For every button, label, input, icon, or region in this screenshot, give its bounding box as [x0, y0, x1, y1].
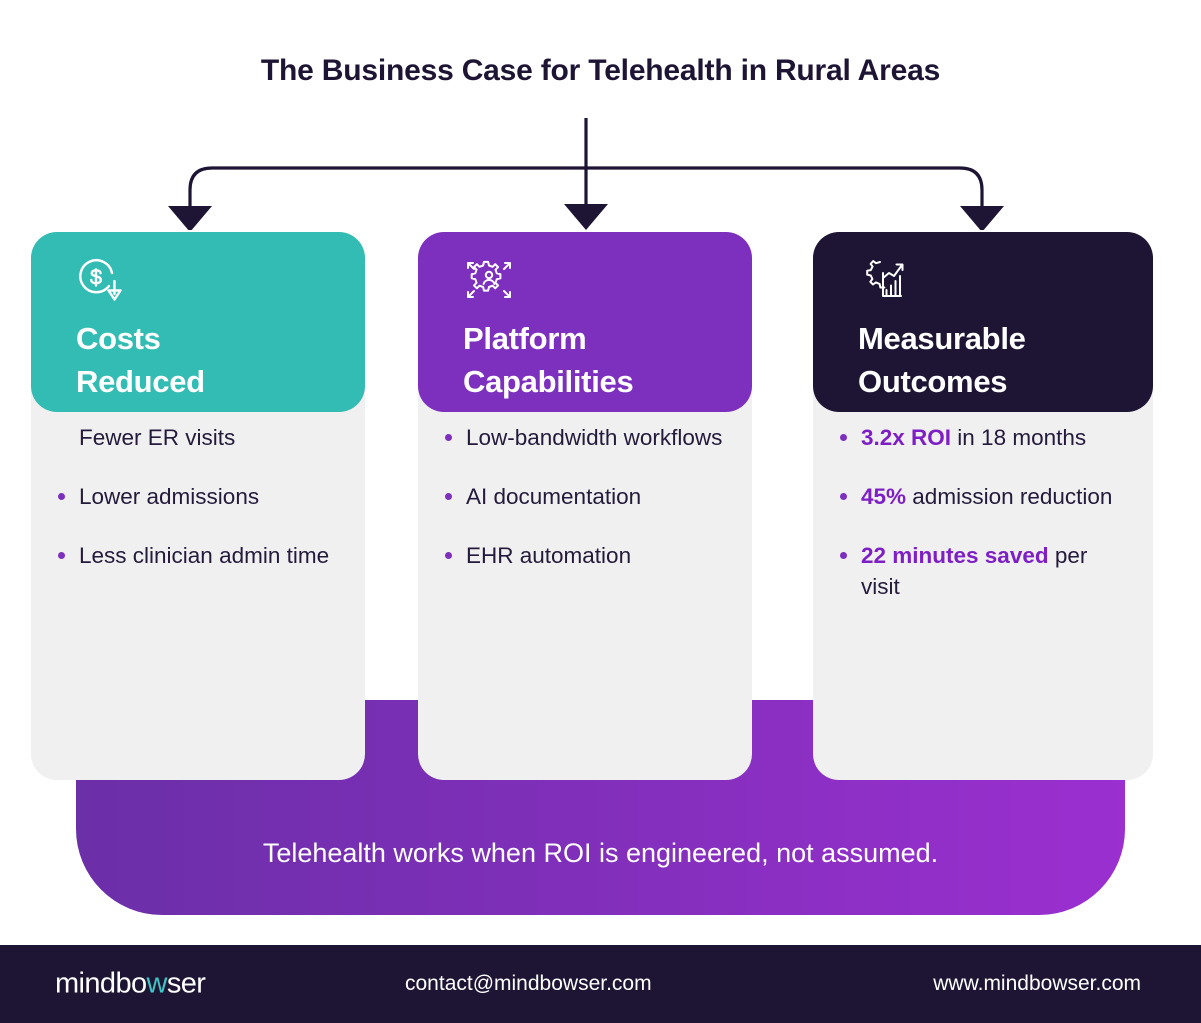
list-item: Less clinician admin time: [58, 540, 343, 571]
arrow-head-right: [960, 206, 1004, 230]
list-item-highlight: 45%: [861, 484, 907, 510]
page-title: The Business Case for Telehealth in Rura…: [260, 54, 941, 87]
list-item-text: in 18 months: [951, 425, 1087, 450]
card-header: Costs Reduced: [31, 232, 365, 412]
gear-person-expand-icon: [467, 260, 511, 298]
card-header: Measurable Outcomes: [813, 232, 1153, 412]
card-measurable-outcomes: 3.2x ROI in 18 months 45% admission reduc…: [813, 232, 1153, 780]
footer-email[interactable]: contact@mindbowser.com: [405, 972, 652, 995]
card-heading: Measurable Outcomes: [858, 321, 1026, 399]
list-item: 22 minutes saved per visit: [840, 540, 1131, 602]
logo-accent-letter: w: [146, 967, 168, 1000]
list-item-text: AI documentation: [466, 484, 642, 510]
list-item-text: Fewer ER visits: [79, 425, 236, 450]
card-header: Platform Capabilities: [418, 232, 752, 412]
list-item-highlight: 22 minutes saved: [861, 543, 1049, 569]
list-item-text: Lower admissions: [79, 484, 260, 510]
list-item-highlight: 3.2x ROI: [861, 425, 952, 450]
list-item-text: Less clinician admin time: [79, 543, 330, 569]
list-item: EHR automation: [445, 540, 730, 571]
mindbowser-logo: mindbowser: [55, 967, 206, 1001]
list-item: Lower admissions: [58, 481, 343, 512]
gear-bar-chart-growth-icon: [866, 260, 904, 297]
summary-banner-text: Telehealth works when ROI is engineered,…: [262, 838, 939, 868]
connector-arrows: [168, 118, 1004, 230]
list-item: AI documentation: [445, 481, 730, 512]
list-item: 45% admission reduction: [840, 481, 1131, 512]
arrow-head-center: [564, 204, 608, 230]
list-item-text: per visit: [861, 543, 1088, 600]
list-item-text: admission reduction: [906, 484, 1113, 510]
list-item: Low-bandwidth workflows: [445, 422, 730, 453]
card-heading: Costs Reduced: [76, 321, 205, 399]
card-heading: Platform Capabilities: [463, 321, 634, 399]
list-item-text: Low-bandwidth workflows: [466, 425, 723, 450]
list-item: 3.2x ROI in 18 months: [840, 422, 1131, 453]
list-item-text: EHR automation: [466, 543, 632, 569]
logo-text-before: mindbo: [55, 967, 147, 1000]
card-list: 3.2x ROI in 18 months 45% admission reduc…: [813, 422, 1153, 602]
logo-text-after: ser: [166, 967, 206, 1000]
list-item: Fewer ER visits: [79, 422, 343, 453]
footer: mindbowser contact@mindbowser.com www.mi…: [0, 945, 1201, 1023]
dollar-circle-down-arrow-icon: [79, 259, 127, 301]
footer-website[interactable]: www.mindbowser.com: [933, 972, 1141, 995]
arrow-head-left: [168, 206, 212, 230]
